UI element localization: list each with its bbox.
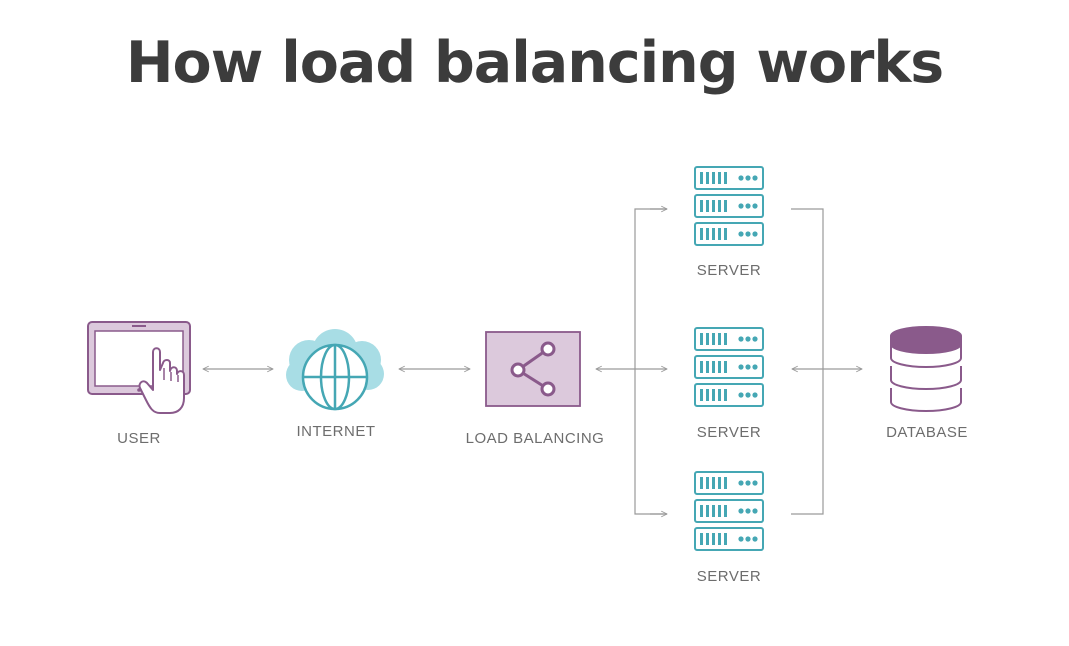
- database-label: DATABASE: [886, 424, 968, 441]
- server-rack-icon: [695, 328, 763, 406]
- user-label: USER: [117, 430, 161, 447]
- server-rack-icon: [695, 167, 763, 245]
- database-icon: [890, 326, 962, 412]
- server-label: SERVER: [697, 568, 761, 585]
- cloud-globe-icon: [286, 329, 384, 411]
- diagram-title: How load balancing works: [125, 30, 944, 96]
- internet-label: INTERNET: [297, 423, 376, 440]
- server-label: SERVER: [697, 262, 761, 279]
- connector-servers-database-branch: [791, 208, 824, 515]
- connector-branch-servers: [634, 208, 667, 515]
- tablet-touch-icon: [87, 321, 191, 414]
- connectors: [203, 209, 862, 514]
- server-rack-icon: [695, 472, 763, 550]
- server-label: SERVER: [697, 424, 761, 441]
- share-icon: [485, 331, 581, 407]
- load-balancing-label: LOAD BALANCING: [466, 430, 605, 447]
